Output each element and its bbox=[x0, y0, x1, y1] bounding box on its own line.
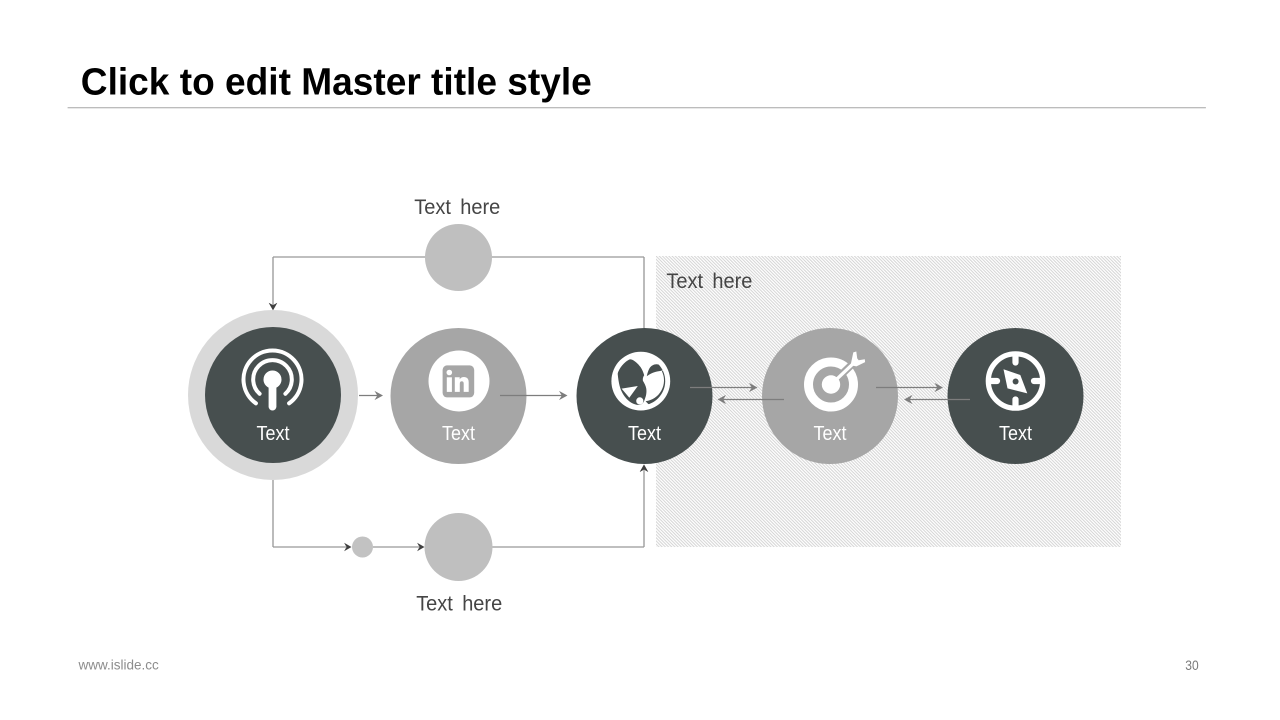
svg-text:Text: Text bbox=[442, 422, 475, 445]
svg-text:Text: Text bbox=[628, 422, 661, 445]
svg-text:Text here: Text here bbox=[666, 270, 752, 293]
svg-text:Click to edit Master title sty: Click to edit Master title style bbox=[81, 62, 592, 104]
svg-text:www.islide.cc: www.islide.cc bbox=[78, 657, 160, 672]
svg-text:Text: Text bbox=[257, 422, 290, 445]
svg-text:Text: Text bbox=[999, 422, 1032, 445]
svg-text:Text here: Text here bbox=[414, 196, 500, 219]
svg-text:Text: Text bbox=[814, 422, 847, 445]
svg-text:30: 30 bbox=[1185, 658, 1198, 673]
svg-text:Text here: Text here bbox=[416, 593, 502, 616]
